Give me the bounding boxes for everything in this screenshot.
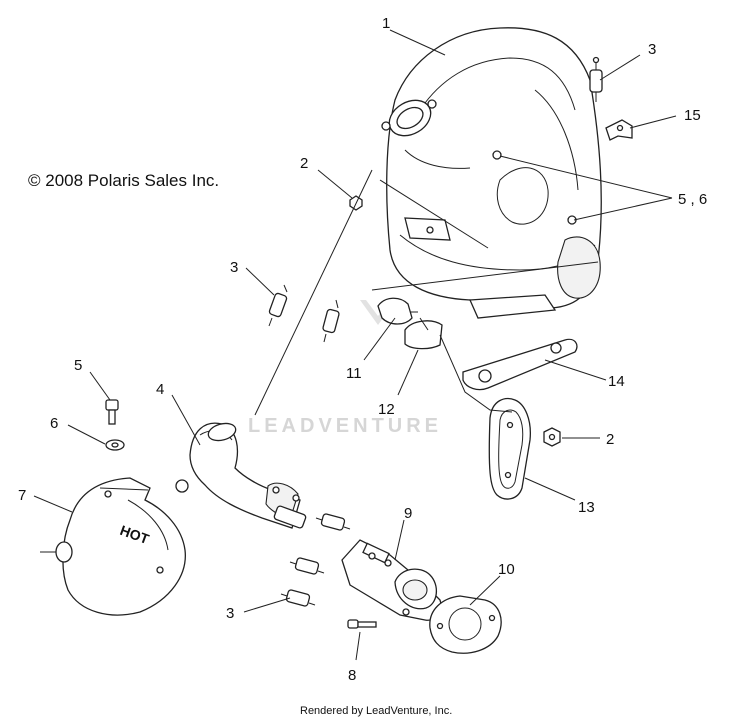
spring-lower-1: [315, 513, 351, 531]
spring-3-bottom: [280, 589, 316, 607]
callout-4: 4: [156, 381, 164, 398]
muffler-body: [381, 27, 602, 319]
callout-3-bottom: 3: [226, 605, 234, 622]
callout-labels: 1 3 15 2 5 , 6 3 14 11 12 2 13 5 6 4 7 3…: [18, 15, 707, 684]
spring-lower-2: [289, 557, 325, 575]
callout-8: 8: [348, 667, 356, 684]
callout-3-top: 3: [648, 41, 656, 58]
callout-15: 15: [684, 107, 701, 124]
washer-6: [105, 439, 125, 451]
exhaust-manifold-9: [341, 539, 442, 621]
callout-6: 6: [50, 415, 58, 432]
clamp-12: [404, 317, 443, 350]
spring-center: [322, 299, 340, 343]
watermark-text: LEADVENTURE: [248, 415, 442, 437]
footer-credit: Rendered by LeadVenture, Inc.: [300, 705, 452, 717]
stud-8: [347, 619, 377, 629]
callout-3-mid: 3: [230, 259, 238, 276]
callout-10: 10: [498, 561, 515, 578]
callout-2-bottom: 2: [606, 431, 614, 448]
callout-1: 1: [382, 15, 390, 32]
copyright-notice: © 2008 Polaris Sales Inc.: [28, 171, 219, 190]
mounting-plate: [462, 338, 578, 391]
exhaust-pipe-4: [175, 422, 307, 529]
gasket-13: [488, 397, 531, 500]
callout-9: 9: [404, 505, 412, 522]
callout-11: 11: [346, 365, 362, 382]
leader-lines: [33, 29, 677, 661]
callout-14: 14: [608, 373, 625, 390]
flange-gasket-10: [429, 595, 502, 654]
callout-2-top: 2: [300, 155, 308, 172]
callout-12: 12: [378, 401, 395, 418]
spring-3-top: [589, 56, 603, 102]
heat-shield-7: HOT: [55, 477, 186, 616]
isolator-11: [377, 297, 418, 325]
bracket-15: [605, 119, 633, 141]
bolt-5: [105, 399, 119, 425]
spring-3-mid: [268, 284, 288, 327]
callout-5-6: 5 , 6: [678, 191, 707, 208]
callout-5: 5: [74, 357, 82, 374]
callout-7: 7: [18, 487, 26, 504]
nut-2-bottom: [543, 427, 561, 447]
callout-13: 13: [578, 499, 595, 516]
